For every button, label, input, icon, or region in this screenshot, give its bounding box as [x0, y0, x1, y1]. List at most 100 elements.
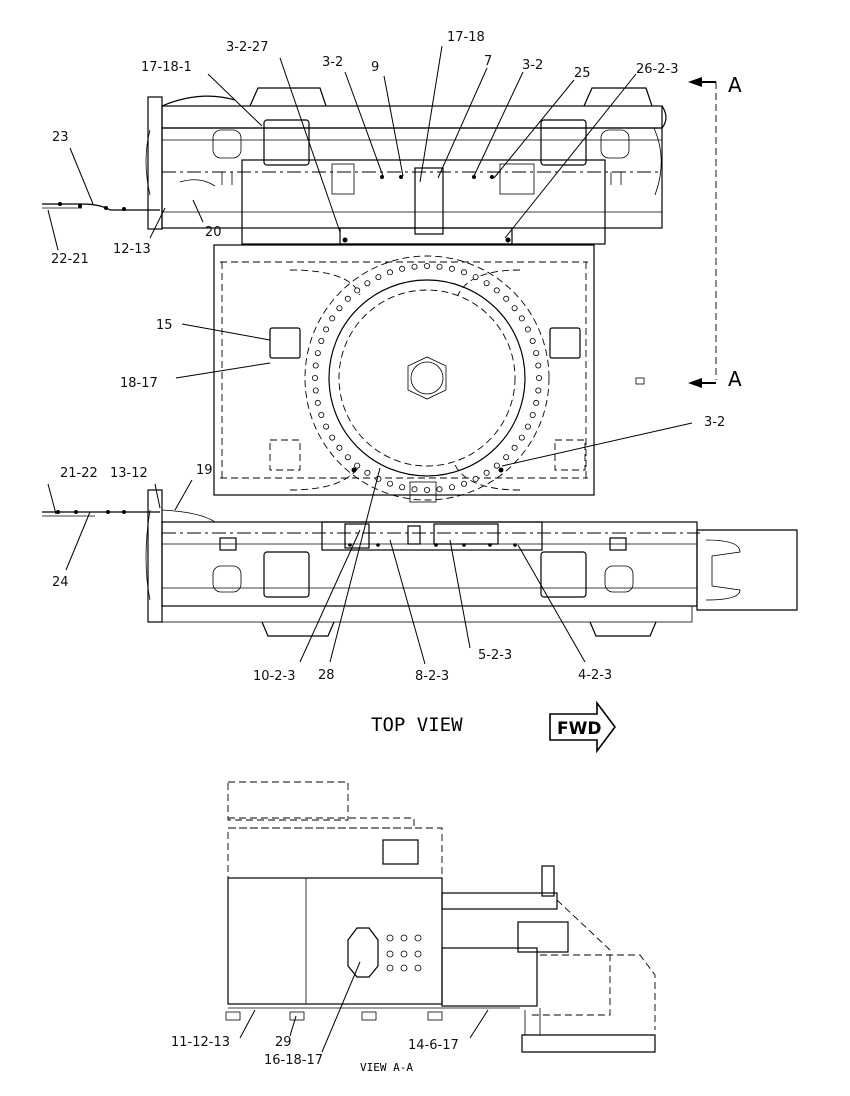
lower-right-handle — [589, 621, 657, 637]
bearing-bolt-hole — [524, 423, 531, 430]
callout-12-13: 12-13 — [113, 242, 151, 257]
hose-lines — [42, 179, 216, 523]
view-a-a-title: VIEW A-A — [360, 1061, 413, 1074]
bearing-bolt-hole — [329, 434, 336, 441]
cover-plate-upper-right — [540, 119, 587, 166]
bearing-bolt-hole — [311, 374, 318, 381]
access-cover-left — [269, 327, 301, 359]
bearing-bolt-hole — [354, 287, 361, 294]
callout-7: 7 — [484, 54, 492, 69]
callout-22-21: 22-21 — [51, 252, 89, 267]
callout-3-2-b: 3-2 — [522, 58, 543, 73]
carbody — [213, 244, 645, 496]
bearing-bolt-hole — [503, 295, 510, 302]
top-view-title: TOP VIEW — [371, 714, 463, 736]
bearing-bolt-hole — [472, 475, 479, 482]
top-view-callouts: 3-2-27 17-18 17-18-1 3-2 9 7 3-2 25 26-2… — [51, 30, 725, 684]
view-a-a: 11-12-13 29 16-18-17 14-6-17 VIEW A-A — [171, 781, 656, 1074]
callout-11-12-13: 11-12-13 — [171, 1035, 230, 1050]
bearing-bolt-hole — [336, 305, 343, 312]
bearing-bolt-hole — [529, 411, 536, 418]
callout-16-18-17: 16-18-17 — [264, 1053, 323, 1068]
bearing-bolt-hole — [483, 280, 490, 287]
bearing-bolt-hole — [524, 326, 531, 333]
callout-14-6-17: 14-6-17 — [408, 1038, 459, 1053]
callout-5-2-3: 5-2-3 — [478, 648, 512, 663]
callout-9: 9 — [371, 60, 379, 75]
bearing-bolt-hole — [533, 399, 540, 406]
callout-3-2-27: 3-2-27 — [226, 40, 268, 55]
bearing-bolt-hole — [344, 295, 351, 302]
view-a-a-callouts: 11-12-13 29 16-18-17 14-6-17 — [171, 1035, 459, 1068]
callout-20: 20 — [205, 225, 222, 240]
bearing-bolt-hole — [354, 462, 361, 469]
bearing-bolt-hole — [411, 263, 418, 270]
section-mark-top: A — [728, 73, 742, 97]
callout-8-2-3: 8-2-3 — [415, 669, 449, 684]
bearing-bolt-hole — [312, 387, 319, 394]
bearing-bolt-hole — [460, 269, 467, 276]
callout-29: 29 — [275, 1035, 292, 1050]
lower-left-handle — [261, 621, 335, 637]
bearing-bolt-hole — [318, 337, 325, 344]
upper-mount-bracket — [241, 159, 606, 245]
bearing-bolt-hole — [518, 315, 525, 322]
bearing-bolt-hole — [336, 444, 343, 451]
callout-3-2-a: 3-2 — [322, 55, 343, 70]
callout-3-2-c: 3-2 — [704, 415, 725, 430]
callout-10-2-3: 10-2-3 — [253, 669, 295, 684]
cover-plate-upper-left — [263, 119, 310, 166]
bearing-bolt-hole — [529, 337, 536, 344]
upper-left-handle — [249, 87, 327, 107]
view-a-a-leaders — [239, 961, 489, 1053]
bearing-bolt-hole — [423, 486, 430, 493]
callout-4-2-3: 4-2-3 — [578, 668, 612, 683]
callout-25: 25 — [574, 66, 591, 81]
bearing-bolt-hole — [436, 486, 443, 493]
callout-28: 28 — [318, 668, 335, 683]
bearing-bolt-hole — [460, 480, 467, 487]
bearing-bolt-hole — [535, 362, 542, 369]
forward-label: FWD — [557, 719, 601, 739]
bearing-bolt-hole — [411, 486, 418, 493]
callout-17-18: 17-18 — [447, 30, 485, 45]
swing-bearing — [304, 255, 550, 501]
callout-18-17: 18-17 — [120, 376, 158, 391]
bearing-bolt-hole — [423, 262, 430, 269]
bearing-bolt-hole — [314, 350, 321, 357]
bearing-bolt-hole — [386, 269, 393, 276]
callout-19: 19 — [196, 463, 213, 478]
callout-24: 24 — [52, 575, 69, 590]
callout-13-12: 13-12 — [110, 466, 148, 481]
bearing-bolt-hole — [364, 469, 371, 476]
cover-plate-lower-left — [263, 551, 310, 598]
bearing-bolt-hole — [344, 454, 351, 461]
bearing-bolt-hole — [399, 484, 406, 491]
bearing-bolt-hole — [503, 454, 510, 461]
bearing-bolt-hole — [323, 423, 330, 430]
bearing-bolt-hole — [493, 462, 500, 469]
callout-17-18-1: 17-18-1 — [141, 60, 192, 75]
bearing-bolt-hole — [483, 469, 490, 476]
bearing-bolt-hole — [511, 444, 518, 451]
top-view-leaders — [47, 45, 693, 665]
upper-right-handle — [583, 87, 653, 107]
bearing-bolt-hole — [314, 399, 321, 406]
bearing-bolt-hole — [493, 287, 500, 294]
bearing-bolt-hole — [386, 480, 393, 487]
top-view: A A — [42, 30, 798, 754]
bearing-bolt-hole — [448, 484, 455, 491]
bearing-bolt-hole — [536, 374, 543, 381]
section-line-a-a: A A — [688, 73, 742, 391]
bearing-bolt-hole — [364, 280, 371, 287]
bearing-bolt-hole — [399, 265, 406, 272]
bearing-bolt-hole — [518, 434, 525, 441]
bearing-bolt-hole — [472, 274, 479, 281]
lower-mount-bracket — [321, 467, 543, 551]
bearing-bolt-hole — [448, 265, 455, 272]
bearing-bolt-hole — [323, 326, 330, 333]
section-mark-bottom: A — [728, 367, 742, 391]
bearing-bolt-hole — [533, 350, 540, 357]
bearing-bolt-hole — [312, 362, 319, 369]
forward-arrow-icon: FWD — [549, 700, 616, 754]
